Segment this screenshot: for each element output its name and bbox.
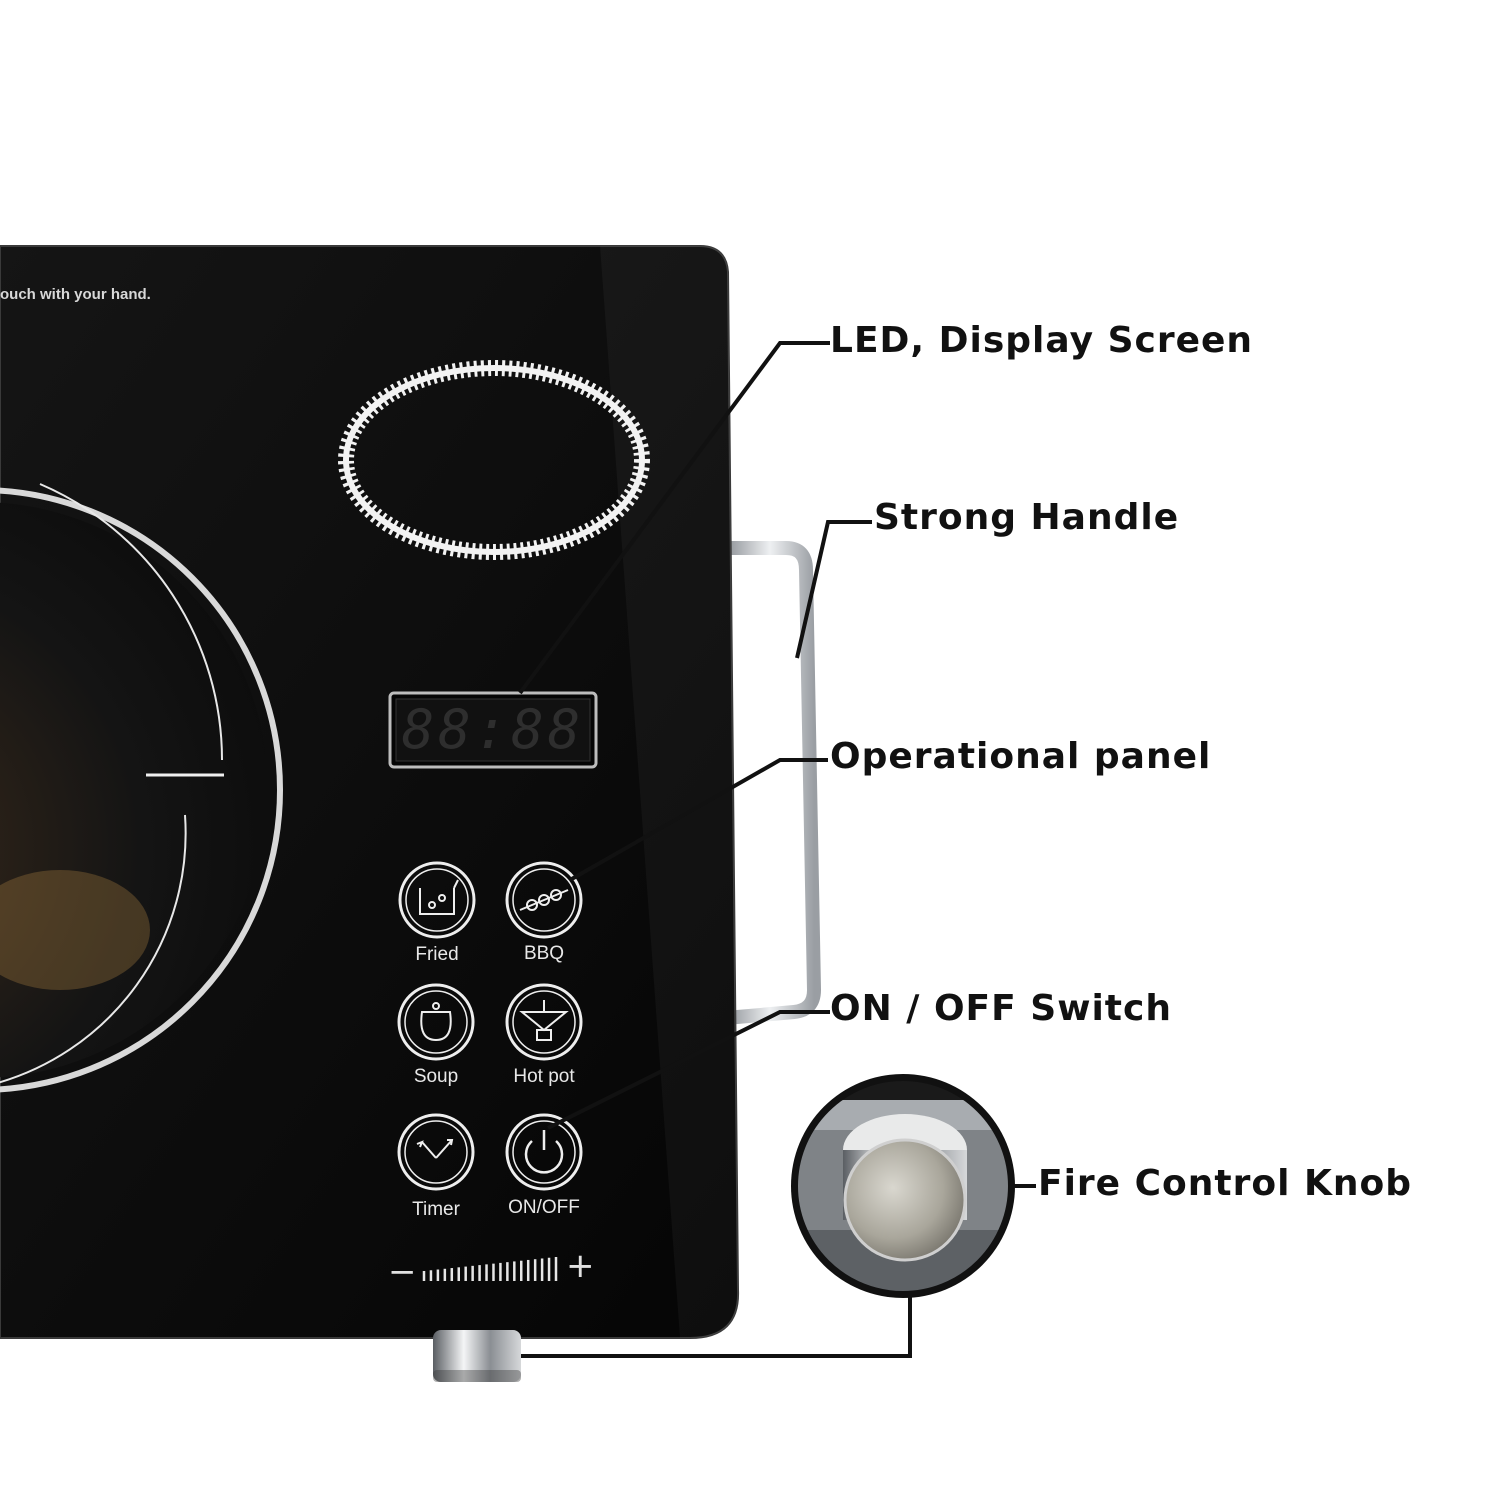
slider-minus[interactable]: − [388,1252,417,1292]
leader-lines [518,341,1036,1358]
safety-warning-text: ouch with your hand. [0,286,151,303]
timer-icon [416,1139,454,1159]
button-label-bbq: BBQ [523,943,565,964]
button-label-on-off: ON/OFF [508,1197,580,1218]
button-label-fried: Fried [415,944,459,965]
fire-control-knob[interactable] [433,1330,521,1382]
fried-icon [419,879,459,915]
button-on-off[interactable] [505,1113,583,1191]
glass-panel [0,245,740,1339]
slider-plus[interactable]: + [566,1246,595,1286]
soup-pot-icon [420,1002,452,1042]
button-hot-pot[interactable] [505,983,583,1061]
button-label-soup: Soup [413,1066,459,1087]
button-timer[interactable] [397,1113,475,1191]
display-digits: 88:88 [401,698,585,761]
button-soup[interactable] [397,983,475,1061]
callout-fire-control-knob: Fire Control Knob [1038,1163,1413,1204]
heating-plate [0,483,283,1093]
digital-display [388,691,598,769]
callout-led-display: LED, Display Screen [830,320,1254,361]
hot-pot-icon [519,1000,569,1041]
button-label-timer: Timer [412,1199,460,1220]
power-slider[interactable] [422,1257,558,1281]
callout-on-off-switch: ON / OFF Switch [830,988,1172,1029]
knob-closeup [791,1074,1015,1298]
button-label-hot-pot: Hot pot [513,1066,575,1087]
bbq-skewer-icon [519,889,569,911]
callout-operational-panel: Operational panel [830,736,1212,777]
button-bbq[interactable] [505,861,583,939]
led-ring [338,360,650,560]
callout-strong-handle: Strong Handle [874,497,1180,538]
power-icon [524,1130,564,1174]
button-fried[interactable] [398,861,476,939]
